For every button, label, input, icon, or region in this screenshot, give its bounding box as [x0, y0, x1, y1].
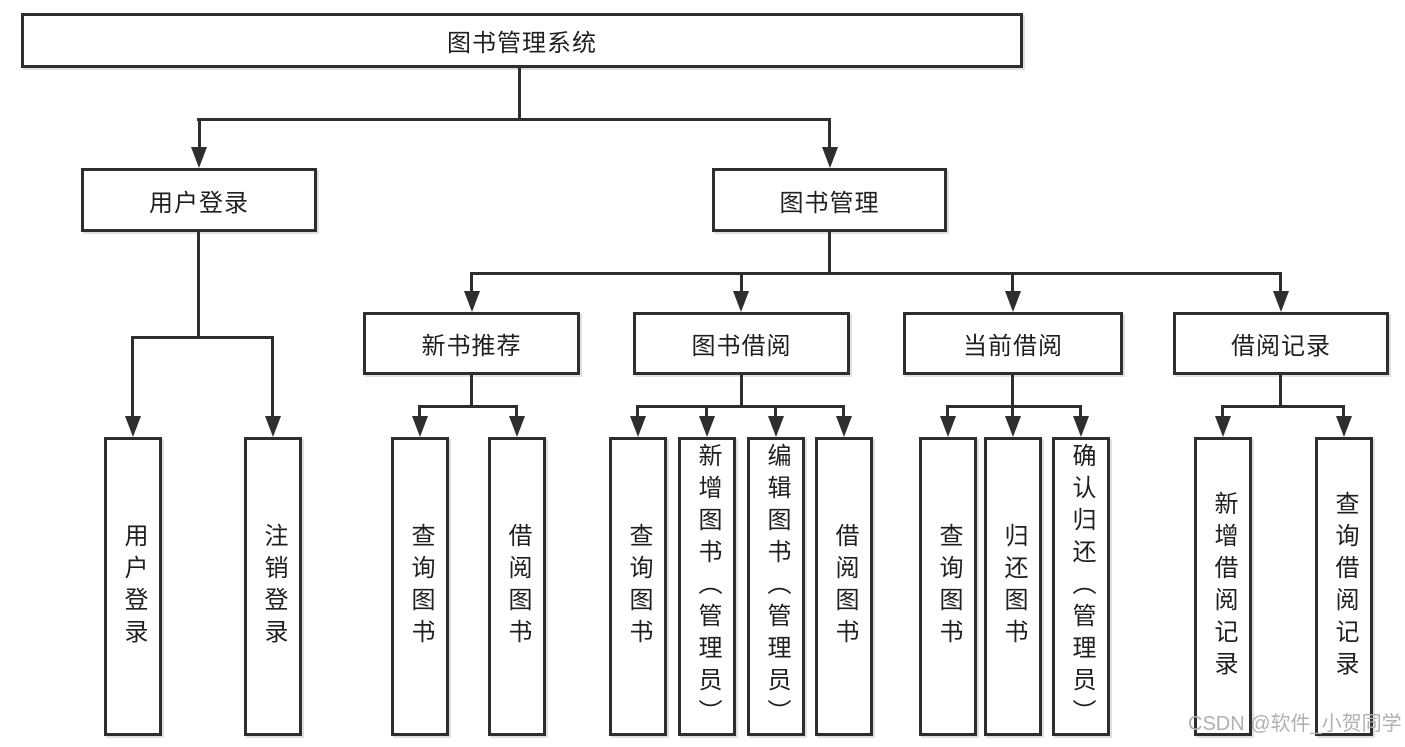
arrow-down [1005, 416, 1021, 437]
arrow-down [822, 147, 838, 168]
connector-line [131, 336, 134, 418]
connector-line [1011, 272, 1014, 294]
node-new-book-recommend: 新书推荐 [363, 312, 580, 375]
leaf-label: 借阅图书 [504, 522, 531, 651]
leaf-label: 用户登录 [120, 522, 147, 651]
arrow-down [768, 416, 784, 437]
leaf-borrow-books-borrow: 借阅图书 [815, 437, 873, 736]
arrow-down [699, 416, 715, 437]
connector-line [197, 118, 831, 121]
arrow-down [1273, 291, 1289, 312]
leaf-label: 编辑图书（管理员） [763, 442, 790, 731]
leaf-confirm-return-admin: 确认归还（管理员） [1052, 437, 1110, 736]
connector-line [197, 232, 200, 339]
connector-line [198, 118, 201, 150]
leaf-query-books-borrow: 查询图书 [609, 437, 667, 736]
connector-line [1279, 272, 1282, 294]
arrow-down [1215, 416, 1231, 437]
leaf-label: 注销登录 [260, 522, 287, 651]
node-user-login: 用户登录 [81, 168, 317, 232]
arrow-down [1073, 416, 1089, 437]
leaf-label: 借阅图书 [831, 522, 858, 651]
arrow-down [836, 416, 852, 437]
connector-line [131, 336, 274, 339]
arrow-down [940, 416, 956, 437]
connector-line [470, 375, 473, 408]
connector-line [470, 272, 473, 294]
arrow-down [1005, 291, 1021, 312]
connector-line [1079, 405, 1082, 419]
connector-line [1011, 405, 1014, 419]
connector-line [1279, 375, 1282, 408]
connector-line [740, 375, 743, 408]
connector-line [518, 68, 521, 120]
connector-line [946, 405, 949, 419]
connector-line [946, 405, 1082, 408]
leaf-query-books-recommend: 查询图书 [391, 437, 449, 736]
leaf-query-books-current: 查询图书 [919, 437, 977, 736]
connector-line [774, 405, 777, 419]
connector-line [418, 405, 421, 419]
leaf-label: 查询图书 [407, 522, 434, 651]
node-label: 图书管理 [779, 189, 880, 217]
leaf-label: 查询图书 [625, 522, 652, 651]
connector-line [515, 405, 518, 419]
arrow-down [733, 291, 749, 312]
node-borrow-records: 借阅记录 [1173, 312, 1389, 375]
connector-line [1342, 405, 1345, 419]
leaf-label: 查询借阅记录 [1331, 490, 1358, 683]
node-book-management: 图书管理 [712, 168, 947, 232]
leaf-label: 查询图书 [935, 522, 962, 651]
leaf-label: 新增图书（管理员） [694, 442, 721, 731]
leaf-edit-book-admin: 编辑图书（管理员） [747, 437, 805, 736]
leaf-label: 新增借阅记录 [1210, 490, 1237, 683]
connector-line [1221, 405, 1345, 408]
connector-line [636, 405, 845, 408]
leaf-return-book: 归还图书 [984, 437, 1042, 736]
leaf-label: 确认归还（管理员） [1068, 442, 1095, 731]
connector-line [1011, 375, 1014, 408]
csdn-watermark: CSDN @软件_小贺同学 [1188, 713, 1402, 735]
node-current-borrow: 当前借阅 [903, 312, 1123, 375]
node-label: 当前借阅 [963, 333, 1063, 360]
connector-line [271, 336, 274, 418]
arrow-down [265, 416, 281, 437]
connector-line [842, 405, 845, 419]
connector-line [418, 405, 518, 408]
leaf-query-borrow-record: 查询借阅记录 [1315, 437, 1373, 736]
node-label: 图书借阅 [691, 333, 792, 360]
node-book-borrow: 图书借阅 [633, 312, 850, 375]
arrow-down [464, 291, 480, 312]
node-library-system-root: 图书管理系统 [21, 13, 1023, 68]
leaf-user-login: 用户登录 [104, 437, 162, 736]
leaf-logout: 注销登录 [244, 437, 302, 736]
node-label: 借阅记录 [1231, 333, 1331, 360]
node-label: 新书推荐 [421, 333, 522, 360]
arrow-down [412, 416, 428, 437]
leaf-add-borrow-record: 新增借阅记录 [1194, 437, 1252, 736]
leaf-label: 归还图书 [1000, 522, 1027, 651]
connector-line [828, 118, 831, 150]
connector-line [828, 232, 831, 275]
arrow-down [191, 147, 207, 168]
arrow-down [509, 416, 525, 437]
arrow-down [630, 416, 646, 437]
connector-line [1221, 405, 1224, 419]
connector-line [705, 405, 708, 419]
connector-line [636, 405, 639, 419]
connector-line [740, 272, 743, 294]
connector-line [470, 272, 1282, 275]
arrow-down [125, 416, 141, 437]
arrow-down [1336, 416, 1352, 437]
node-label: 用户登录 [149, 189, 249, 217]
leaf-add-book-admin: 新增图书（管理员） [678, 437, 736, 736]
node-label: 图书管理系统 [447, 30, 597, 57]
leaf-borrow-books-recommend: 借阅图书 [488, 437, 546, 736]
